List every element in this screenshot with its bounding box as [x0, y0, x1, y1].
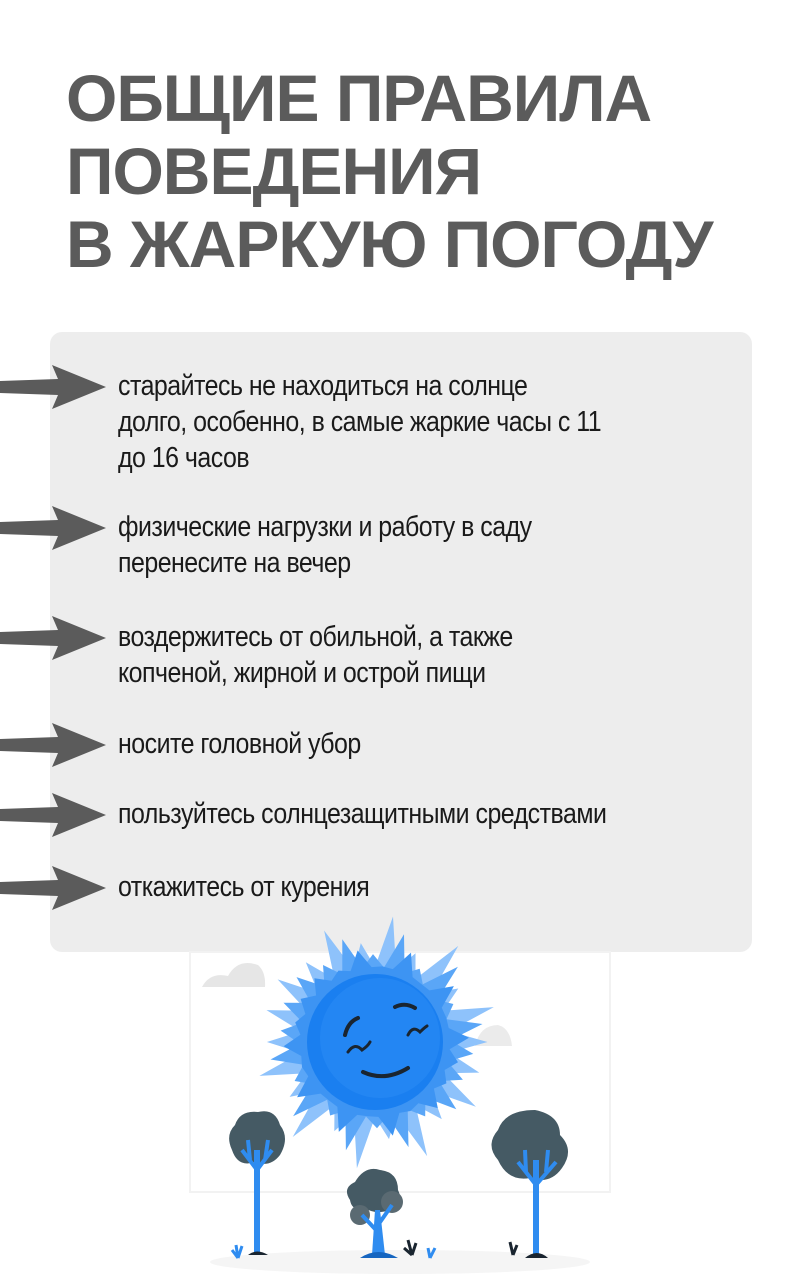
rule-item: воздержитесь от обильной, а также копчен… [118, 619, 577, 691]
rule-item: откажитесь от курения [118, 869, 410, 905]
rule-line: воздержитесь от обильной, а также [118, 621, 513, 653]
arrow-right-icon [0, 793, 106, 837]
title-line: ПОВЕДЕНИЯ [66, 134, 482, 208]
arrow-right-icon [0, 866, 106, 910]
page-title: ОБЩИЕ ПРАВИЛА ПОВЕДЕНИЯ В ЖАРКУЮ ПОГОДУ [66, 61, 713, 281]
arrow-right-icon [0, 616, 106, 660]
rule-item: пользуйтесь солнцезащитными средствами [118, 796, 686, 832]
arrow-right-icon [0, 506, 106, 550]
rule-item: старайтесь не находиться на солнце долго… [118, 368, 680, 476]
rules-panel [50, 332, 752, 952]
rule-line: копченой, жирной и острой пищи [118, 657, 486, 689]
title-line: ОБЩИЕ ПРАВИЛА [66, 61, 652, 135]
tree-icon [229, 1111, 285, 1255]
rule-line: перенесите на вечер [118, 547, 351, 579]
arrow-right-icon [0, 365, 106, 409]
rule-line: пользуйтесь солнцезащитными средствами [118, 798, 607, 830]
rule-item: физические нагрузки и работу в саду пере… [118, 509, 599, 581]
rule-line: долго, особенно, в самые жаркие часы с 1… [118, 406, 602, 438]
rule-line: откажитесь от курения [118, 871, 370, 903]
tree-icon [491, 1110, 569, 1258]
rule-line: старайтесь не находиться на солнце [118, 370, 528, 402]
title-line: В ЖАРКУЮ ПОГОДУ [66, 207, 713, 281]
arrow-right-icon [0, 723, 106, 767]
rule-line: носите головной убор [118, 728, 361, 760]
rule-line: до 16 часов [118, 442, 250, 474]
tree-icon [346, 1168, 403, 1258]
smiling-sun-icon [189, 916, 611, 1274]
rule-item: носите головной убор [118, 726, 400, 762]
rule-line: физические нагрузки и работу в саду [118, 511, 532, 543]
